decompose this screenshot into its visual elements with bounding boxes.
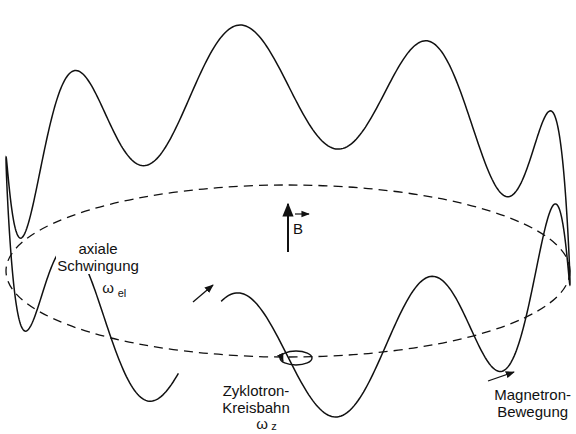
cyclotron-circle xyxy=(280,351,312,365)
field-arrow xyxy=(287,204,289,252)
cyclotron-arrow xyxy=(281,356,283,361)
vector-arrow xyxy=(295,213,309,214)
frequency-symbol: ω xyxy=(101,279,115,296)
motion-label: axiale Schwingung xyxy=(56,240,140,274)
magnetron-orbit xyxy=(6,185,570,357)
magnetron-arrow xyxy=(488,372,514,381)
frequency-subscript: el xyxy=(117,287,128,299)
axial-arrow xyxy=(193,285,213,302)
motion-label: Magnetron-Bewegung xyxy=(493,386,572,420)
frequency-subscript: z xyxy=(270,420,278,432)
motion-label: Zyklotron-Kreisbahn xyxy=(221,382,291,416)
field-label: B xyxy=(292,220,304,237)
particle-trajectory xyxy=(6,25,570,417)
frequency-symbol: ω xyxy=(255,415,269,432)
